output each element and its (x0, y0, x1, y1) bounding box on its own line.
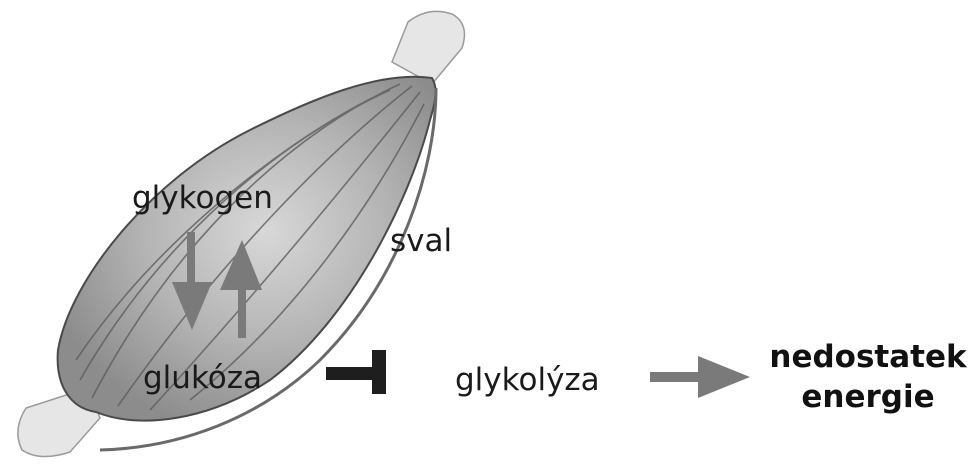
arrow-right-icon (650, 356, 750, 398)
inhibition-icon (326, 350, 386, 394)
sval-label: sval (390, 226, 452, 257)
glykolyza-label: glykolýza (455, 365, 600, 396)
glykogen-label: glykogen (132, 183, 273, 214)
upper-tendon (392, 11, 464, 84)
outcome-label: nedostatek energie (762, 337, 972, 417)
outcome-line-2: energie (762, 377, 972, 417)
outcome-line-1: nedostatek (762, 337, 972, 377)
glukoza-label: glukóza (143, 363, 262, 394)
